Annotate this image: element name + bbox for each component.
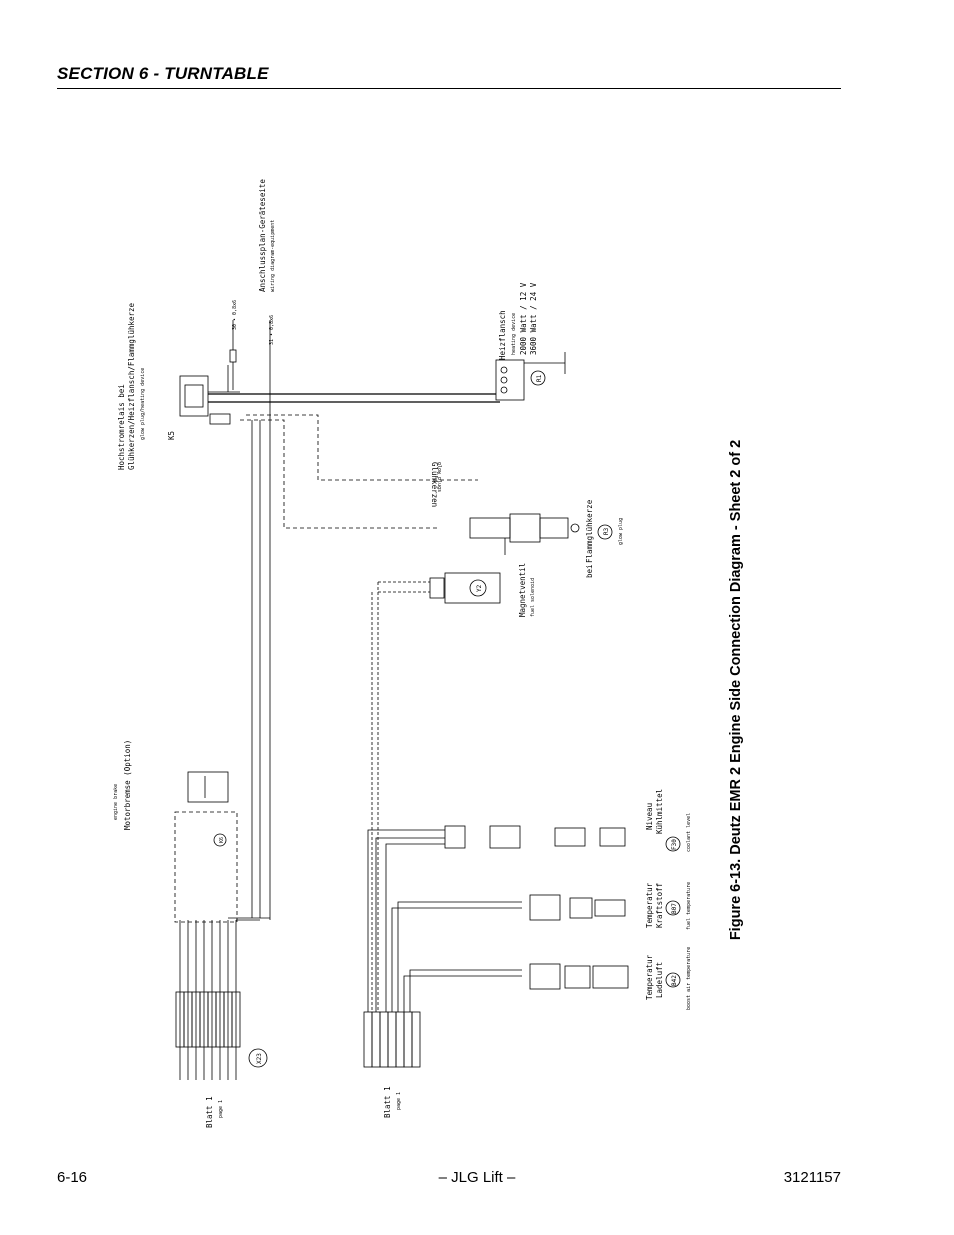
fuel-temp-id: B07: [671, 903, 678, 914]
boost-temp-sensor: [529, 963, 681, 990]
header-divider: [57, 88, 841, 89]
solenoid-title: Magnetventil: [518, 563, 527, 617]
publisher-name: – JLG Lift –: [438, 1169, 516, 1186]
wire-glow-plugs: [246, 414, 478, 481]
heating-flange-spec-1: 2000 Watt / 12 V: [519, 282, 528, 355]
relay-title-2: Glühkerzen/Heizflansch/Flammglühkerze: [127, 302, 136, 470]
boost-temp-subtitle: boost air temperature: [686, 947, 692, 1010]
engine-brake-subtitle: engine brake: [113, 784, 119, 820]
coolant-level-subtitle: coolant level: [686, 813, 692, 852]
engine-brake-title: Motorbremse (Option): [123, 740, 132, 830]
page-ref-2-subtitle: page 1: [396, 1092, 402, 1110]
wire-flame-plug: [240, 419, 440, 529]
fuel-temp-title-2: Kraftstoff: [655, 883, 664, 928]
solenoid-subtitle: fuel solenoid: [530, 578, 536, 617]
coolant-level-title-2: Kühlmittel: [655, 789, 664, 834]
connector-tag-30: 30 • 0,8x6: [232, 300, 238, 330]
page-ref-1-subtitle: page 1: [218, 1100, 224, 1118]
heating-flange-spec-2: 3600 Watt / 24 V: [529, 282, 538, 355]
flame-plug-symbol: [469, 513, 613, 555]
coolant-level-id: F30: [671, 839, 678, 850]
relay-id: K5: [167, 431, 176, 440]
heating-flange-symbol: [495, 352, 566, 401]
flame-plug-prefix: bei: [585, 564, 594, 578]
x23-wires: [179, 917, 270, 1080]
boost-temp-title-2: Ladeluft: [655, 962, 664, 998]
relay-subtitle: glow plug/heating device: [140, 368, 146, 440]
flame-plug-id: R3: [603, 527, 610, 535]
page-ref-1-title: Blatt 1: [205, 1096, 214, 1128]
relay-k5-symbol: [179, 320, 500, 425]
x23-id: X23: [256, 1053, 263, 1064]
connector-plan-subtitle: wiring diagram-equipment: [270, 220, 276, 292]
solenoid-id: Y2: [476, 584, 483, 592]
connector-plan-title: Anschlussplan-Geräteseite: [258, 179, 267, 292]
fuel-temp-sensor: [529, 894, 681, 921]
fuel-temp-subtitle: fuel temperature: [686, 882, 692, 930]
section-title: SECTION 6 - TURNTABLE: [57, 64, 269, 83]
sensor-terminals: [363, 1011, 421, 1068]
figure-caption: Figure 6-13. Deutz EMR 2 Engine Side Con…: [728, 439, 744, 941]
page-ref-2-title: Blatt 1: [383, 1086, 392, 1118]
sensor-bundle: [367, 829, 522, 1012]
fuel-temp-title: Temperatur: [645, 882, 654, 928]
engine-brake-symbol: [174, 771, 238, 923]
glow-plugs-title: Glühkerzen: [430, 462, 439, 507]
heating-flange-id: R1: [536, 374, 543, 382]
heating-flange-subtitle: heating device: [511, 313, 517, 355]
glow-plugs-subtitle: glow plugs: [436, 462, 442, 492]
x23-terminals: [175, 991, 268, 1068]
relay-title: Hochstromrelais bei: [117, 384, 126, 470]
heating-flange-title: Heizflansch: [498, 310, 507, 360]
page-number: 6-16: [57, 1169, 88, 1186]
coolant-level-title: Niveau: [645, 803, 654, 830]
solenoid-y2-symbol: [371, 572, 501, 1012]
connector-tag-31: 31 • 0,8x6: [269, 315, 275, 345]
flame-plug-title: Flammglühkerze: [585, 499, 594, 563]
boost-temp-id: B42: [671, 975, 678, 986]
engine-brake-id: K6: [219, 837, 225, 843]
coolant-level-sensor: [444, 825, 681, 852]
boost-temp-title: Temperatur: [645, 954, 654, 1000]
document-number: 3121157: [783, 1169, 841, 1186]
flame-plug-subtitle: glow plug: [618, 518, 624, 545]
